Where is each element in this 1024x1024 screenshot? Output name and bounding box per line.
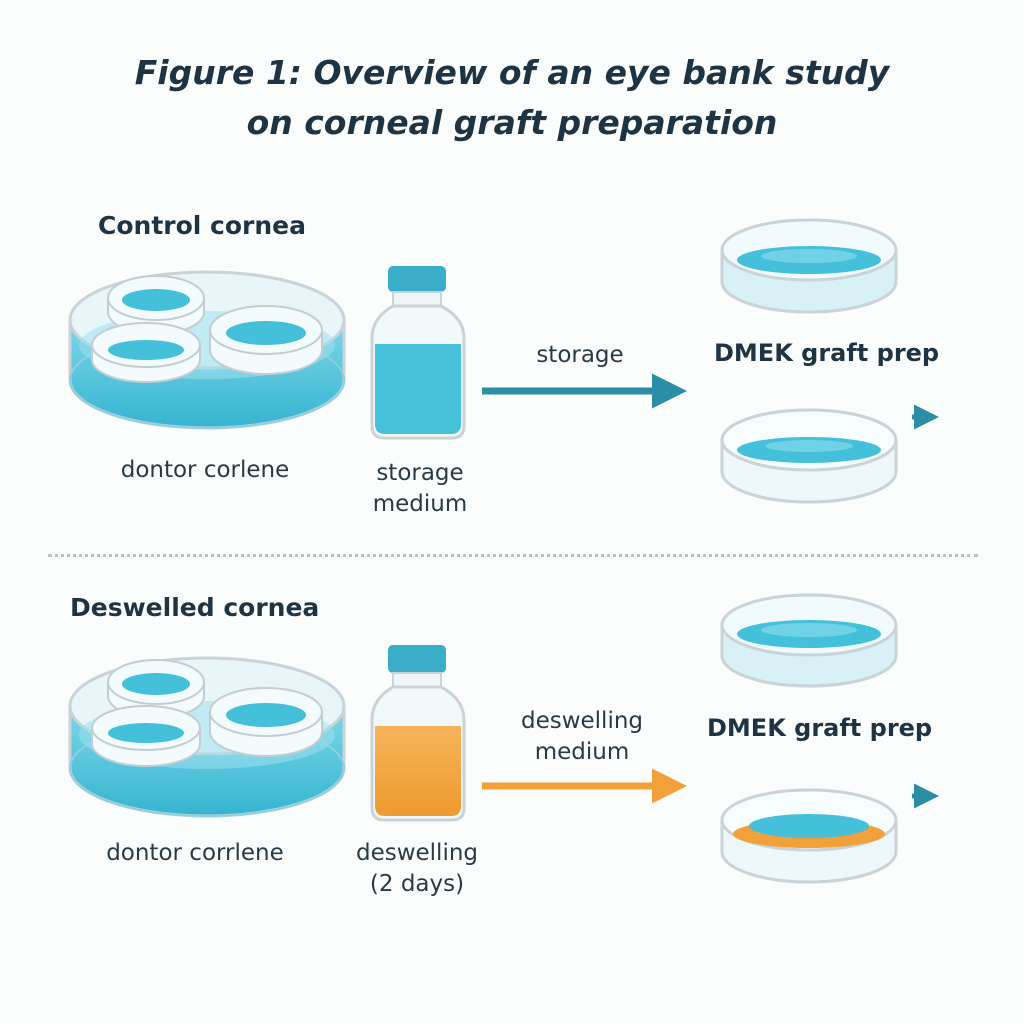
bottle-icon-blue (370, 266, 466, 440)
bottle-caption-control: storage medium (340, 458, 500, 520)
result-dish-deswelled-2 (720, 788, 898, 884)
dish-caption-deswelled: dontor corrlene (106, 840, 284, 866)
row-label-deswelled: Deswelled cornea (70, 593, 320, 622)
inner-cornea-6 (91, 705, 201, 767)
bottle-icon-orange (370, 645, 466, 822)
arrow-label-deswelling: deswelling medium (497, 706, 667, 768)
result-label-deswelled: DMEK graft prep (707, 714, 933, 742)
inner-cornea-3 (91, 322, 201, 383)
bottle-caption-deswelled-line-1: deswelling (355, 840, 479, 866)
result-dish-control-1 (720, 218, 898, 314)
figure-title: Figure 1: Overview of an eye bank study … (0, 48, 1024, 148)
row-label-control: Control cornea (98, 211, 306, 240)
bottle-caption-control-line-2: medium (372, 491, 468, 517)
arrow-label-deswelling-line-1: deswelling (520, 708, 644, 734)
bottle-caption-deswelled-line-2: (2 days) (369, 871, 465, 897)
inner-cornea-5 (209, 687, 323, 757)
result-label-control: DMEK graft prep (714, 339, 940, 367)
dish-caption-control: dontor corlene (120, 457, 290, 483)
arrow-label-storage: storage (536, 342, 624, 368)
figure-title-line-1: Figure 1: Overview of an eye bank study (134, 53, 890, 92)
bottle-caption-control-line-1: storage (376, 460, 464, 486)
inner-cornea-2 (209, 305, 323, 375)
donor-dish-control (68, 270, 346, 430)
result-dish-control-2 (720, 408, 898, 504)
row-divider (48, 554, 978, 557)
bottle-caption-deswelled: deswelling (2 days) (337, 838, 497, 900)
figure-title-line-2: on corneal graft preparation (246, 103, 778, 142)
arrow-label-deswelling-line-2: medium (534, 739, 630, 765)
donor-dish-deswelled (68, 656, 346, 818)
result-dish-deswelled-1 (720, 593, 898, 688)
